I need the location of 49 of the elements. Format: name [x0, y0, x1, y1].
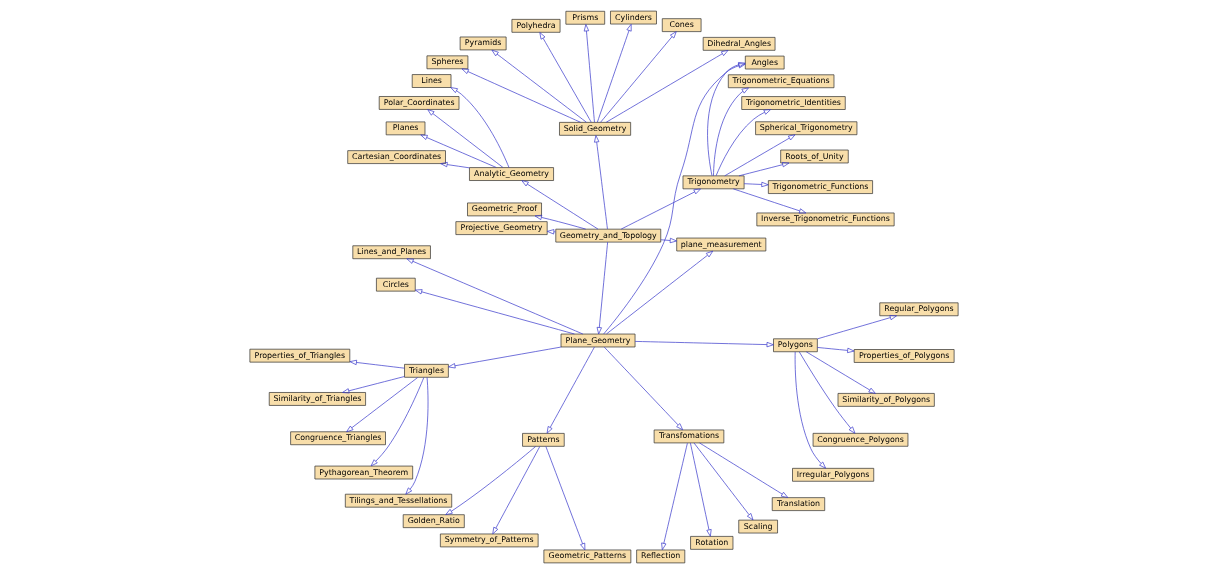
arrow — [693, 442, 753, 521]
arrow — [545, 446, 585, 551]
arrow — [605, 250, 713, 335]
arrow — [546, 346, 595, 434]
arrow — [620, 188, 701, 230]
arrow — [341, 376, 405, 394]
arrow — [743, 181, 769, 188]
arrow — [660, 442, 688, 551]
arrow — [712, 87, 749, 177]
arrow — [706, 62, 746, 176]
arrow — [805, 351, 876, 394]
arrow — [546, 229, 556, 235]
arrow — [698, 442, 788, 498]
arrow — [447, 346, 562, 369]
arrow — [816, 347, 854, 354]
arrow — [349, 359, 405, 369]
arrow — [491, 49, 587, 123]
arrow — [520, 180, 598, 230]
arrow — [405, 258, 583, 335]
arrow — [593, 135, 608, 230]
arrow — [732, 188, 806, 214]
arrow — [596, 241, 608, 335]
arrow — [605, 50, 728, 123]
arrow — [715, 109, 771, 177]
arrow — [538, 32, 592, 123]
arrow — [439, 161, 470, 169]
arrow — [596, 23, 632, 123]
arrow — [345, 377, 418, 433]
arrow — [603, 346, 683, 431]
arrow — [404, 377, 428, 495]
arrow — [634, 341, 774, 348]
arrow — [798, 351, 855, 434]
arrow — [444, 446, 536, 515]
arrow — [583, 24, 595, 123]
arrow — [534, 214, 586, 230]
arrow — [723, 134, 795, 177]
arrow — [491, 446, 540, 535]
arrow — [689, 442, 712, 537]
arrow — [419, 134, 497, 168]
arrow — [370, 377, 424, 467]
arrow — [816, 315, 897, 340]
arrow — [794, 351, 826, 469]
arrow — [414, 289, 575, 335]
arrow — [426, 109, 503, 168]
arrow — [461, 68, 581, 123]
arrow — [659, 237, 677, 244]
arrow — [738, 162, 789, 177]
arrow — [449, 87, 509, 168]
arrow — [599, 31, 677, 123]
